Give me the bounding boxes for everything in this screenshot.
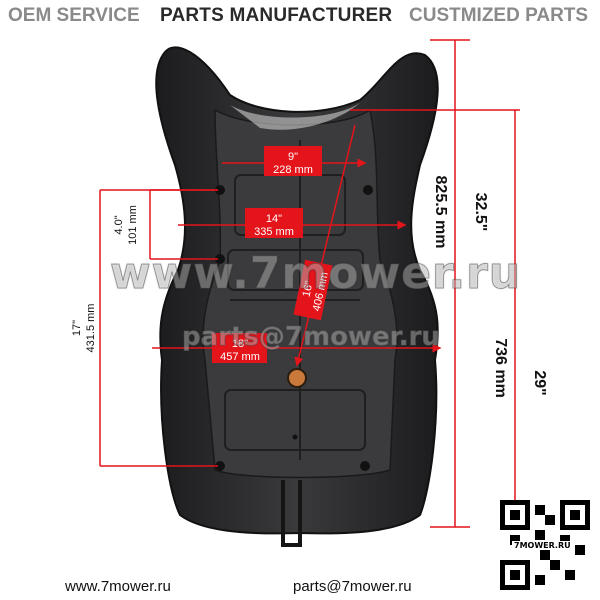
label-335mm: 335 mm [254,226,294,238]
label-group-right-total: 825.5 mm [432,176,449,249]
svg-text:17": 17" [71,320,83,336]
top-banner: OEM SERVICE PARTS MANUFACTURER CUSTMIZED… [0,0,600,30]
label-228mm: 228 mm [273,164,313,176]
watermark-site: www.7mower.ru [109,248,522,300]
center-mount [287,368,307,388]
banner-parts-manufacturer: PARTS MANUFACTURER [160,5,393,26]
label-box-18in [212,333,267,363]
label-group-right-inner-in: 29" [531,370,548,395]
label-group-right-inner: 736 mm [492,338,509,398]
qr-label: 7MOWER.RU [512,541,573,550]
seat-highlight [230,103,360,130]
svg-text:32.5": 32.5" [472,193,489,232]
footer-email[interactable]: parts@7mower.ru [293,578,412,595]
label-group-left-long: 17" 431.5 mm [71,304,97,353]
svg-text:101 mm: 101 mm [127,205,139,245]
svg-text:736 mm: 736 mm [492,338,509,398]
label-group-right-total-in: 32.5" [472,193,489,232]
left-dimension-lines [99,189,218,467]
svg-text:4.0": 4.0" [113,215,125,234]
banner-customized-parts: CUSTMIZED PARTS [409,5,589,26]
svg-text:29": 29" [531,370,548,395]
banner-oem-service: OEM SERVICE [8,5,140,26]
svg-text:16": 16" [301,280,316,298]
label-9in: 9" [288,151,298,163]
label-14in: 14" [266,213,282,225]
label-457mm: 457 mm [220,351,260,363]
svg-text:825.5 mm: 825.5 mm [432,176,449,249]
seat-hook [281,480,302,547]
mount-holes [215,185,373,471]
label-18in: 18" [232,338,248,350]
right-dimension-lines [350,39,520,528]
label-box-9in [264,146,322,176]
footer-website[interactable]: www.7mower.ru [65,578,171,595]
svg-text:431.5 mm: 431.5 mm [85,304,97,353]
label-box-14in [245,208,303,238]
watermark-mail: parts@7mower.ru [182,322,441,353]
label-group-left-short: 4.0" 101 mm [113,205,139,245]
